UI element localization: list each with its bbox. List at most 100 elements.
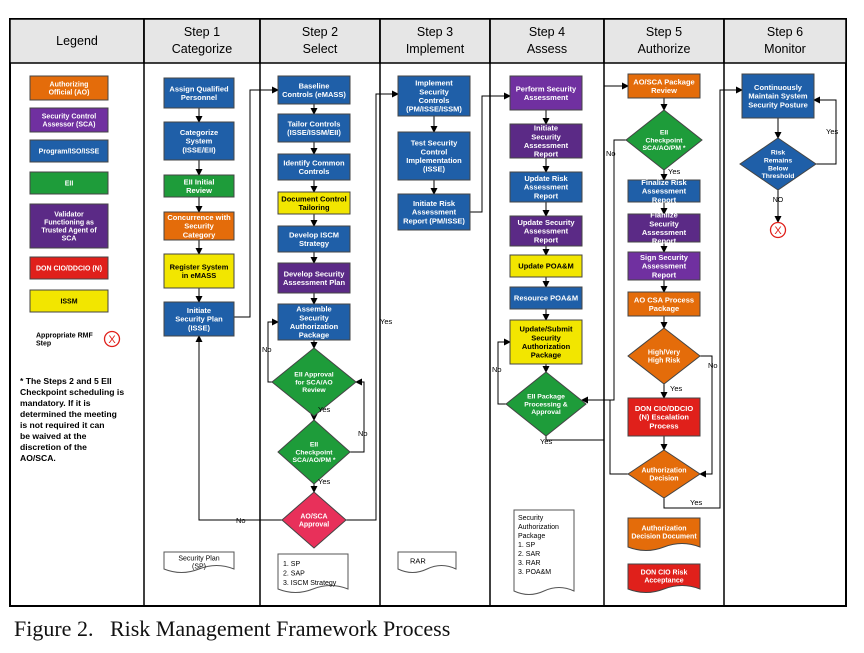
column-header-1: Step 1 Categorize xyxy=(143,18,261,606)
column-header-3: Step 3 Implement xyxy=(379,18,491,606)
legend-eii: EII xyxy=(29,171,109,195)
step4-no-1: No xyxy=(492,365,502,374)
step5-no-2: No xyxy=(708,361,718,370)
step4-resource-poam: Resource POA&M xyxy=(509,286,583,310)
step4-update-poam-label: Update POA&M xyxy=(518,262,573,271)
column-header-0: Legend xyxy=(9,18,145,64)
step2-tailor: Tailor Controls(ISSE/ISSM/EII) xyxy=(277,113,351,143)
column-title: Step 1 xyxy=(184,25,220,39)
step3-doc-label: RAR xyxy=(410,557,426,566)
step2-yes-1: Yes xyxy=(318,405,330,414)
column-subtitle: Implement xyxy=(406,42,465,56)
step5-yes-3: Yes xyxy=(690,498,702,507)
step5-risk-acceptance xyxy=(627,563,701,593)
column-subtitle: Select xyxy=(303,42,338,56)
step6-end: X xyxy=(769,221,787,239)
step5-decision-doc xyxy=(627,517,701,551)
step3-doc xyxy=(397,551,457,573)
step2-no-2: No xyxy=(358,429,368,438)
column-title: Step 5 xyxy=(646,25,682,39)
legend-issm: ISSM xyxy=(29,289,109,313)
column-title: Step 4 xyxy=(529,25,565,39)
column-title: Step 3 xyxy=(417,25,453,39)
legend-doncio: DON CIO/DDCIO (N) xyxy=(29,256,109,280)
step2-yes-3: Yes xyxy=(380,317,392,326)
step2-no-1: No xyxy=(262,345,272,354)
step4-doc xyxy=(513,509,575,595)
column-title: Step 2 xyxy=(302,25,338,39)
legend-eii-label: EII xyxy=(65,180,74,187)
step2-no-3: No xyxy=(236,516,246,525)
column-subtitle: Categorize xyxy=(172,42,232,56)
step5-yes-1: Yes xyxy=(668,167,680,176)
step6-end-symbol: X xyxy=(774,225,782,237)
figure-caption: Figure 2. Risk Management Framework Proc… xyxy=(14,616,451,641)
step4-yes-1: Yes xyxy=(540,437,552,446)
legend-rmf-symbol: X xyxy=(103,330,121,348)
column-title: Legend xyxy=(56,34,98,48)
column-subtitle: Monitor xyxy=(764,42,806,56)
step5-no-1: No xyxy=(606,149,616,158)
legend-program-label: Program/ISO/ISSE xyxy=(39,148,100,155)
